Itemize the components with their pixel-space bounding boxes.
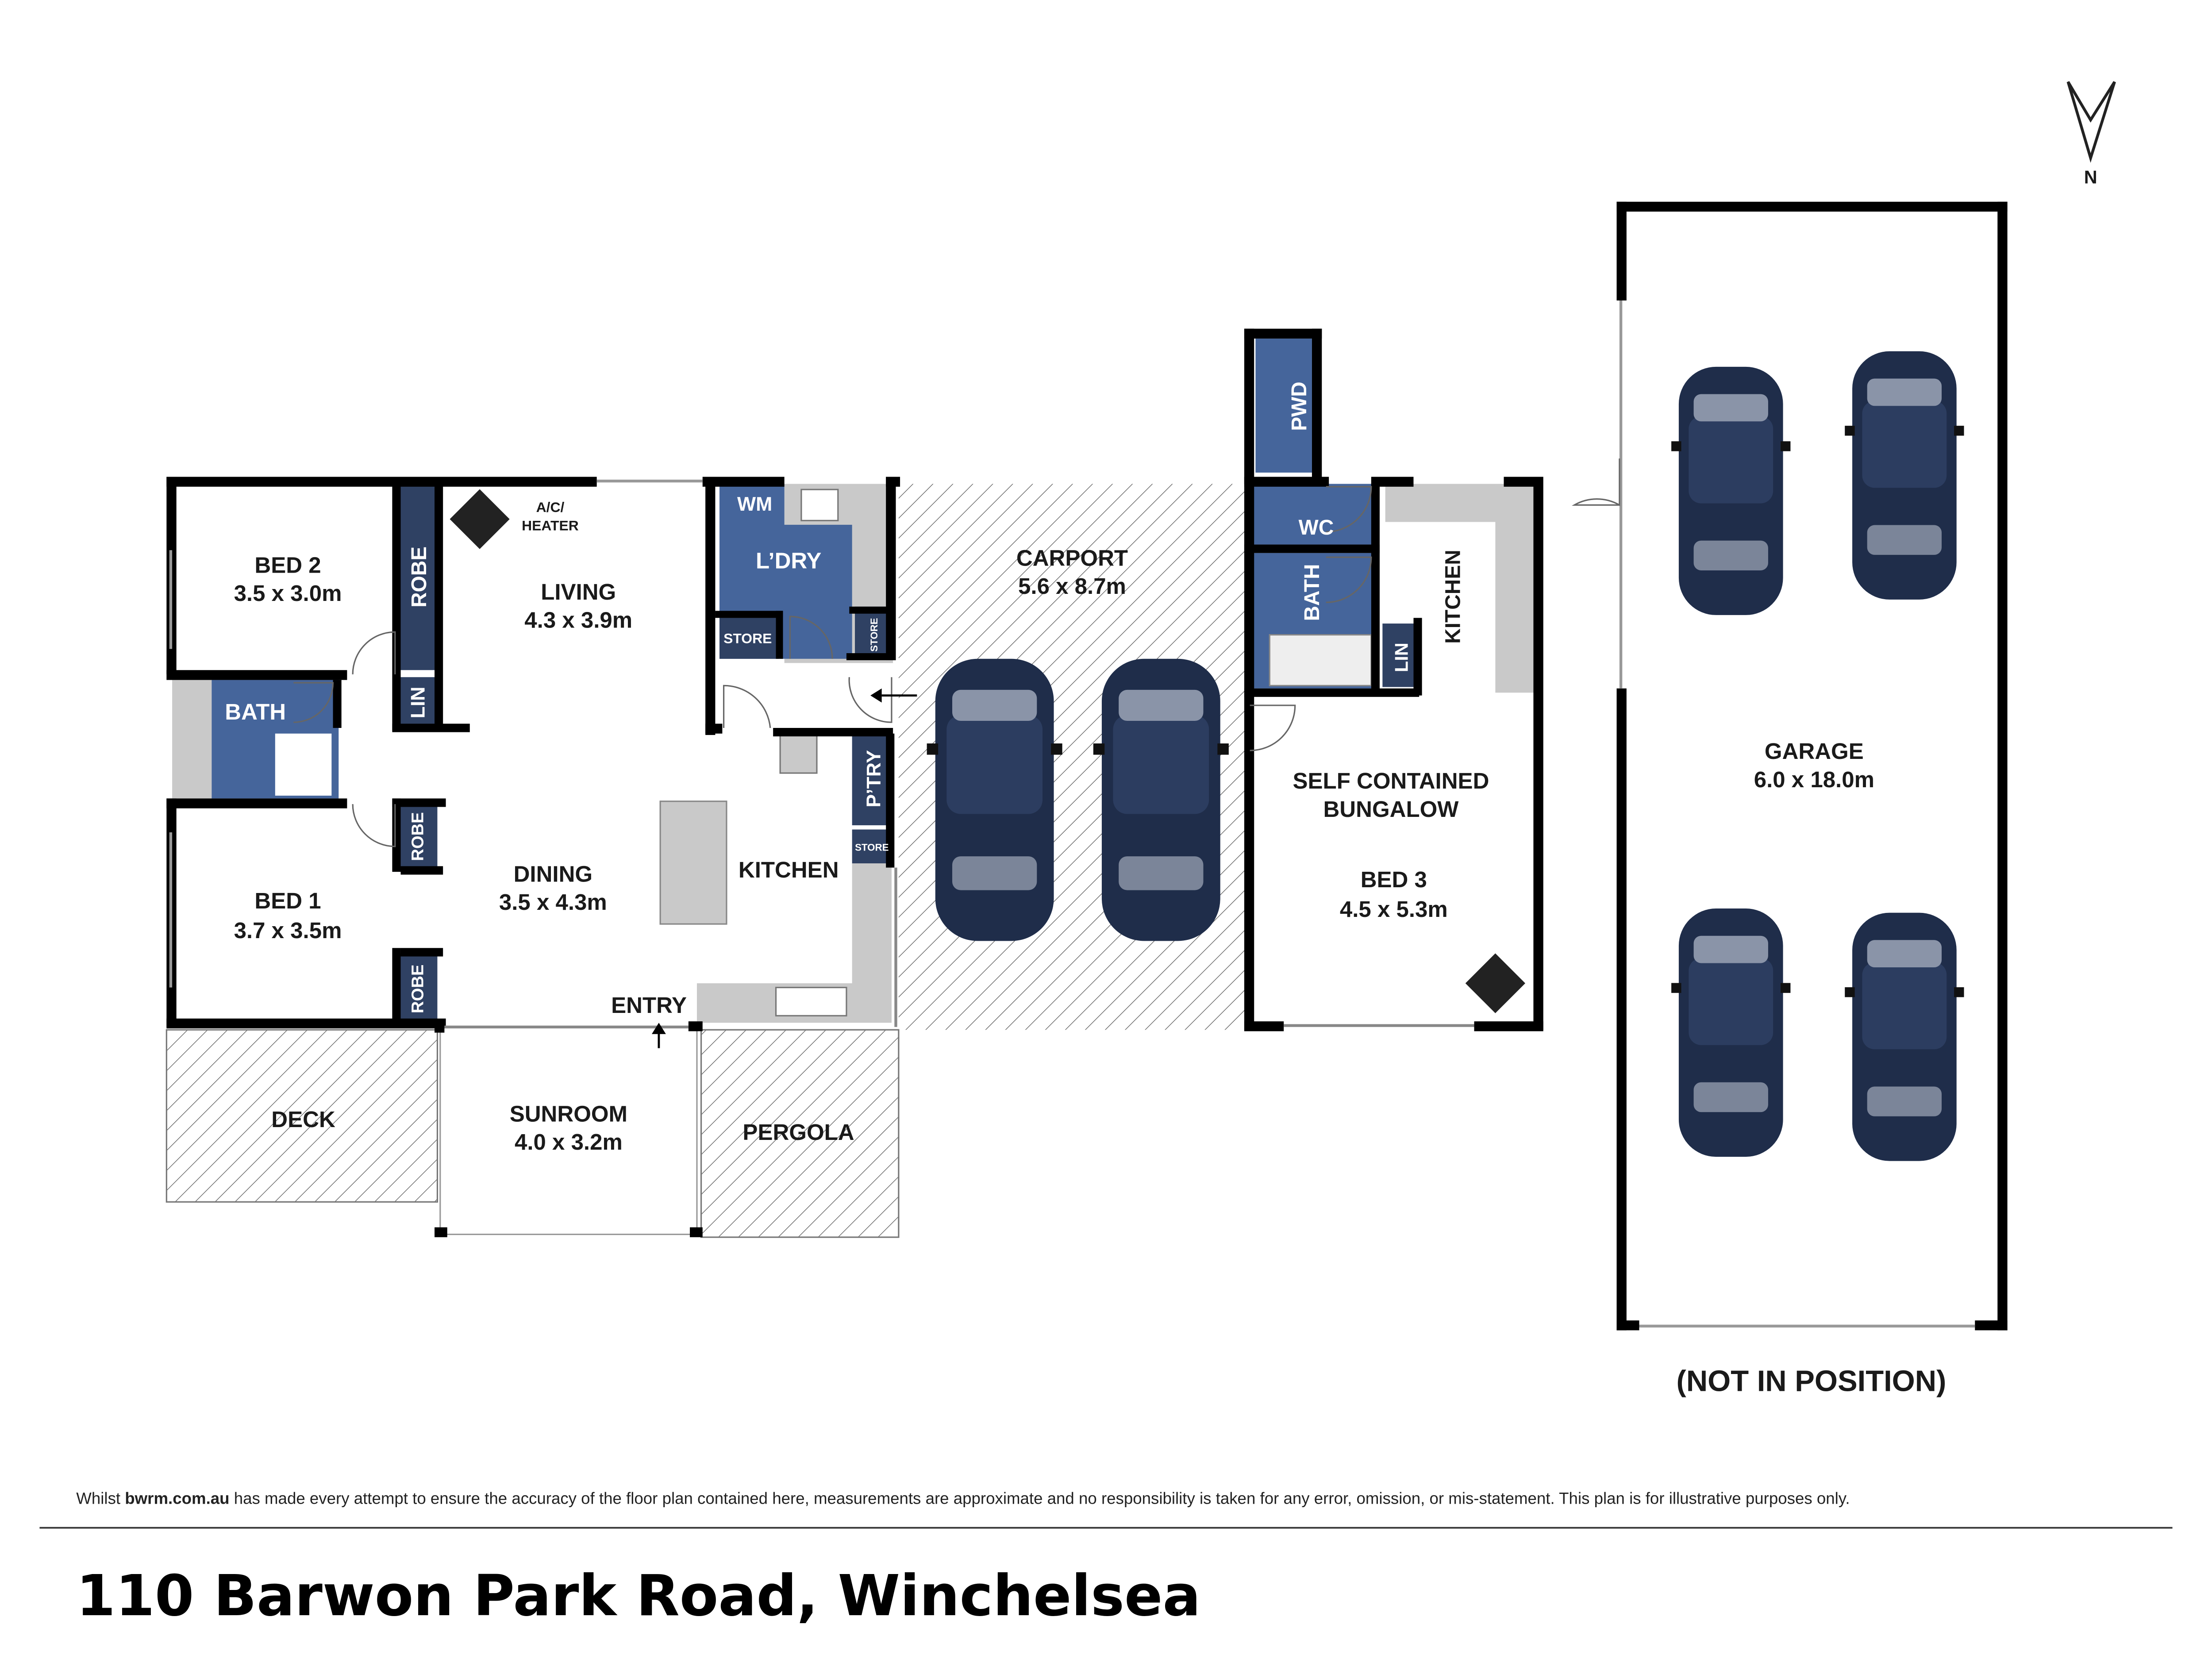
powder-room: [1255, 339, 1312, 473]
kitchen-bench: [852, 863, 892, 983]
bungalow-linen: [1382, 624, 1418, 687]
pantry-label: P’TRY: [863, 750, 885, 808]
robe-label: ROBE: [408, 812, 427, 861]
pergola-area: [700, 1029, 900, 1238]
deck-area: [165, 1029, 439, 1203]
living-label: LIVING: [541, 579, 616, 604]
dining-size: 3.5 x 4.3m: [499, 889, 607, 915]
living-size: 4.3 x 3.9m: [524, 608, 632, 633]
kitchen-cooktop: [779, 733, 818, 774]
store-laundry-left: [719, 616, 779, 659]
store-label: STORE: [723, 631, 772, 647]
car-icon: [1845, 351, 1964, 600]
bungalow-lin-label: LIN: [1391, 643, 1412, 672]
robe-bed1-b: [399, 954, 438, 1024]
car-icon: [1671, 908, 1791, 1157]
pantry: [852, 733, 892, 825]
entry-arrow-icon: [651, 1023, 666, 1048]
car-icon: [1845, 912, 1964, 1161]
robe-label: ROBE: [408, 547, 431, 608]
heater-icon: [450, 489, 510, 549]
robe-bed1-a: [399, 801, 438, 872]
robe-label: ROBE: [408, 964, 427, 1013]
bed2-size: 3.5 x 3.0m: [234, 581, 342, 606]
bed1-label: BED 1: [254, 888, 321, 913]
kitchen-island: [659, 801, 727, 925]
garage-size: 6.0 x 18.0m: [1754, 767, 1874, 792]
bath-vanity: [172, 680, 212, 799]
bed3-label: BED 3: [1361, 867, 1427, 892]
car-icon: [1093, 658, 1229, 941]
store-label: STORE: [855, 842, 889, 853]
bed2-label: BED 2: [254, 552, 321, 577]
entry-label: ENTRY: [611, 993, 687, 1018]
linen: [399, 677, 438, 727]
property-title: 110 Barwon Park Road, Winchelsea: [76, 1563, 1200, 1629]
sunroom-label: SUNROOM: [510, 1101, 627, 1126]
lin-label: LIN: [408, 687, 429, 719]
dining-label: DINING: [514, 861, 593, 886]
car-icon: [1671, 366, 1791, 615]
heater-label: HEATER: [522, 518, 579, 534]
wm-label: WM: [737, 493, 772, 515]
garage-note: (NOT IN POSITION): [1677, 1364, 1947, 1397]
doors: [293, 458, 1620, 847]
wc: [1253, 484, 1376, 545]
bungalow-kitchen-label: KITCHEN: [1442, 550, 1465, 643]
bath-label: BATH: [225, 699, 286, 724]
robe-bed2: [399, 484, 438, 670]
bungalow-label-2: BUNGALOW: [1323, 797, 1459, 822]
wc-label: WC: [1299, 516, 1334, 539]
store-kitchen: [852, 829, 892, 864]
north-arrow-icon: N: [2066, 81, 2116, 187]
disclaimer: Whilst bwrm.com.au has made every attemp…: [76, 1489, 1850, 1507]
north-label: N: [2084, 166, 2097, 187]
kitchen-label: KITCHEN: [739, 857, 839, 882]
bed3-size: 4.5 x 5.3m: [1340, 897, 1448, 922]
bed1-size: 3.7 x 3.5m: [234, 918, 342, 943]
store-laundry-right: [855, 606, 892, 658]
website-link[interactable]: bwrm.com.au: [125, 1489, 229, 1507]
heater-icon: [1465, 953, 1525, 1013]
sunroom-area: [439, 1026, 698, 1236]
laundry-label: L’DRY: [756, 548, 821, 574]
sunroom-size: 4.0 x 3.2m: [515, 1129, 623, 1155]
store-label: STORE: [869, 618, 880, 651]
side-entry-arrow-icon: [870, 688, 917, 703]
bungalow-label: SELF CONTAINED: [1293, 768, 1489, 793]
carport-label: CARPORT: [1016, 545, 1128, 570]
pwd-label: PWD: [1288, 381, 1311, 431]
bungalow-bath-label: BATH: [1300, 564, 1324, 621]
garage-label: GARAGE: [1765, 739, 1864, 764]
deck-label: DECK: [271, 1107, 335, 1132]
pergola-label: PERGOLA: [742, 1120, 854, 1145]
ac-label: A/C/: [536, 499, 565, 515]
car-icon: [927, 658, 1062, 941]
carport-size: 5.6 x 8.7m: [1018, 574, 1126, 599]
